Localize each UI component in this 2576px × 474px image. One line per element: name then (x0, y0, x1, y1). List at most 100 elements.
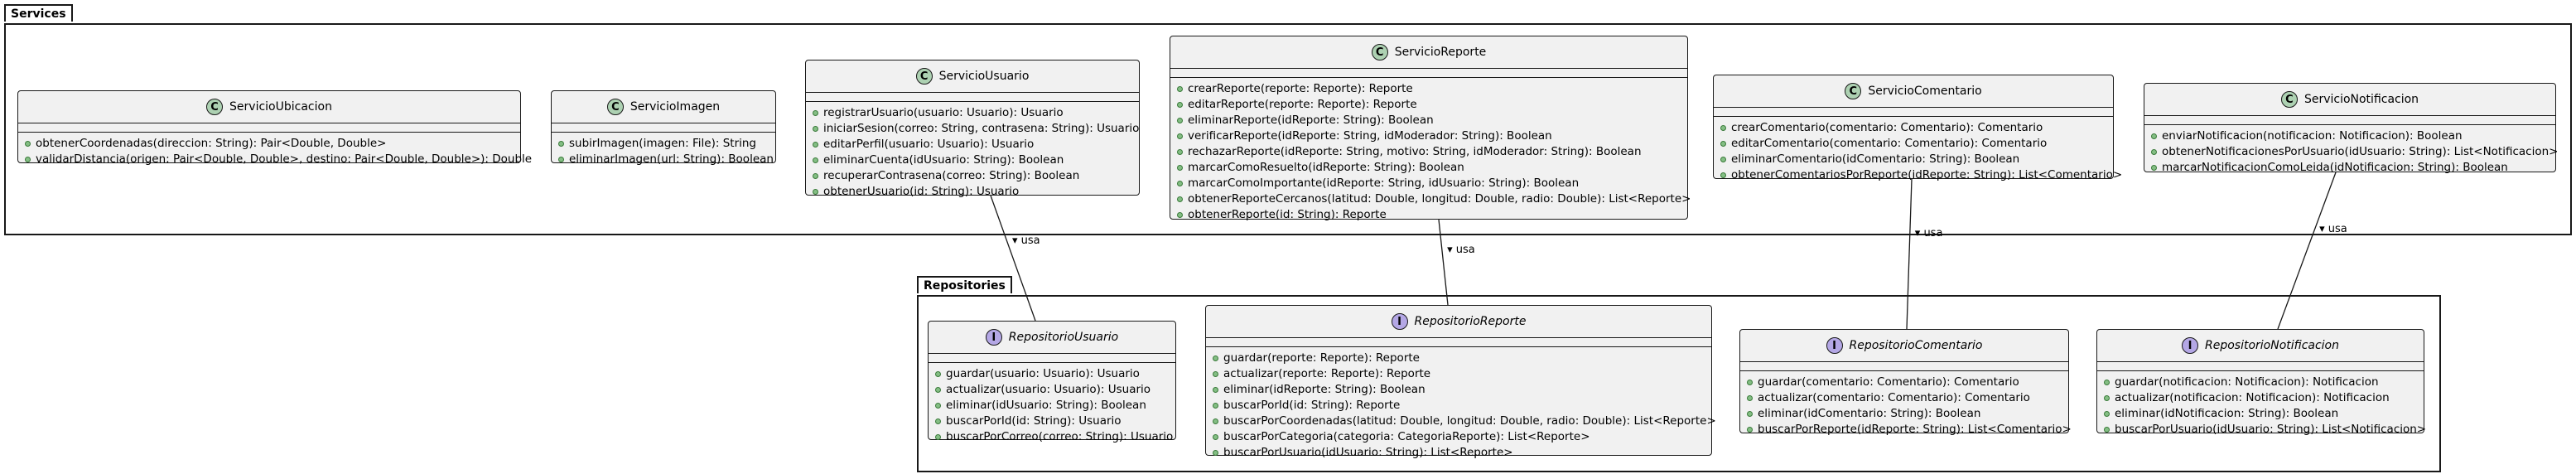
package-repositories (917, 295, 2441, 472)
class-header: I RepositorioUsuario (929, 322, 1175, 354)
method-signature: obtenerNotificacionesPorUsuario(idUsuari… (2162, 145, 2559, 158)
method-row: buscarPorId(id: String): Reporte (1213, 398, 1705, 414)
method-row: guardar(comentario: Comentario): Comenta… (1747, 375, 2062, 390)
methods-compartment: crearComentario(comentario: Comentario):… (1714, 117, 2122, 188)
public-visibility-icon (813, 173, 818, 179)
public-visibility-icon (1213, 418, 1218, 424)
method-row: obtenerNotificacionesPorUsuario(idUsuari… (2151, 144, 2558, 160)
method-signature: validarDistancia(origen: Pair<Double, Do… (36, 152, 533, 166)
method-row: buscarPorId(id: String): Usuario (935, 414, 1169, 429)
package-tab-services: Services (4, 4, 73, 22)
method-row: validarDistancia(origen: Pair<Double, Do… (25, 152, 532, 167)
class-stereotype-icon: C (1371, 44, 1388, 60)
class-header: C ServicioImagen (552, 91, 775, 123)
method-signature: editarPerfil(usuario: Usuario): Usuario (823, 138, 1035, 151)
class-name: ServicioImagen (630, 100, 721, 114)
package-tab-repositories: Repositories (917, 276, 1012, 293)
public-visibility-icon (935, 418, 941, 424)
class-header: C ServicioReporte (1170, 36, 1687, 69)
public-visibility-icon (935, 371, 941, 377)
public-visibility-icon (1720, 125, 1726, 131)
method-signature: eliminarComentario(idComentario: String)… (1731, 152, 2020, 166)
public-visibility-icon (813, 142, 818, 148)
method-row: actualizar(reporte: Reporte): Reporte (1213, 366, 1705, 382)
method-row: marcarNotificacionComoLeida(idNotificaci… (2151, 160, 2549, 176)
method-signature: obtenerComentariosPorReporte(idReporte: … (1731, 168, 2123, 181)
relation-label-reporte: ▾ usa (1447, 244, 1475, 256)
relation-label-comentario: ▾ usa (1915, 227, 1943, 239)
method-row: eliminarReporte(idReporte: String): Bool… (1177, 113, 1681, 128)
method-row: crearReporte(reporte: Reporte): Reporte (1177, 81, 1681, 97)
method-row: subirImagen(imagen: File): String (558, 136, 769, 152)
method-signature: verificarReporte(idReporte: String, idMo… (1188, 129, 1552, 143)
interface-stereotype-icon: I (985, 329, 1002, 346)
method-row: iniciarSesion(correo: String, contrasena… (813, 121, 1139, 137)
attributes-compartment (552, 123, 775, 133)
public-visibility-icon (813, 157, 818, 163)
class-stereotype-icon: C (606, 99, 624, 115)
method-row: obtenerReporte(id: String): Reporte (1177, 207, 1681, 223)
public-visibility-icon (813, 126, 818, 132)
method-signature: buscarPorUsuario(idUsuario: String): Lis… (2115, 423, 2427, 436)
method-signature: registrarUsuario(usuario: Usuario): Usua… (823, 106, 1064, 119)
method-signature: enviarNotificacion(notificacion: Notific… (2162, 129, 2463, 143)
method-row: recuperarContrasena(correo: String): Boo… (813, 168, 1132, 184)
public-visibility-icon (1213, 403, 1218, 409)
public-visibility-icon (1213, 387, 1218, 393)
method-row: actualizar(comentario: Comentario): Come… (1747, 390, 2062, 406)
class-name: ServicioUbicacion (229, 100, 332, 114)
class-stereotype-icon: C (2280, 91, 2298, 108)
public-visibility-icon (2151, 165, 2157, 171)
relation-label-usuario: ▾ usa (1012, 235, 1040, 247)
public-visibility-icon (1213, 371, 1218, 377)
class-name: ServicioUsuario (938, 70, 1030, 83)
method-signature: actualizar(usuario: Usuario): Usuario (946, 383, 1151, 396)
public-visibility-icon (558, 157, 564, 162)
method-row: marcarComoImportante(idReporte: String, … (1177, 176, 1681, 191)
methods-compartment: guardar(comentario: Comentario): Comenta… (1740, 371, 2072, 443)
public-visibility-icon (935, 403, 941, 409)
method-signature: guardar(comentario: Comentario): Comenta… (1758, 375, 2019, 389)
package-services (4, 23, 2572, 235)
method-signature: editarReporte(reporte: Reporte): Reporte (1188, 98, 1417, 111)
class-stereotype-icon: C (1845, 83, 1862, 99)
public-visibility-icon (2104, 427, 2110, 433)
method-row: obtenerCoordenadas(direccion: String): P… (25, 136, 514, 152)
method-signature: rechazarReporte(idReporte: String, motiv… (1188, 145, 1642, 158)
method-row: guardar(notificacion: Notificacion): Not… (2104, 375, 2417, 390)
public-visibility-icon (1720, 157, 1726, 162)
method-row: rechazarReporte(idReporte: String, motiv… (1177, 144, 1681, 160)
method-row: buscarPorCategoria(categoria: CategoriaR… (1213, 429, 1705, 445)
public-visibility-icon (25, 157, 31, 162)
class-name: RepositorioUsuario (1008, 331, 1119, 344)
public-visibility-icon (558, 141, 564, 147)
method-signature: crearReporte(reporte: Reporte): Reporte (1188, 82, 1413, 95)
method-signature: eliminar(idReporte: String): Boolean (1223, 383, 1425, 396)
method-signature: guardar(usuario: Usuario): Usuario (946, 367, 1140, 380)
method-row: buscarPorCoordenadas(latitud: Double, lo… (1213, 414, 1716, 429)
class-name: RepositorioNotificacion (2204, 339, 2339, 352)
method-row: editarPerfil(usuario: Usuario): Usuario (813, 137, 1132, 152)
public-visibility-icon (2104, 395, 2110, 401)
relation-label-text: usa (1923, 226, 1943, 239)
public-visibility-icon (1213, 356, 1218, 361)
public-visibility-icon (2104, 411, 2110, 417)
method-signature: eliminarCuenta(idUsuario: String): Boole… (823, 153, 1064, 167)
method-signature: buscarPorCoordenadas(latitud: Double, lo… (1223, 414, 1716, 428)
method-signature: marcarNotificacionComoLeida(idNotificaci… (2162, 161, 2508, 174)
method-row: eliminarImagen(url: String): Boolean (558, 152, 774, 167)
method-signature: guardar(reporte: Reporte): Reporte (1223, 351, 1420, 365)
method-signature: buscarPorId(id: String): Usuario (946, 414, 1122, 428)
methods-compartment: enviarNotificacion(notificacion: Notific… (2144, 125, 2558, 181)
method-signature: obtenerUsuario(id: String): Usuario (823, 185, 1020, 198)
direction-arrow-icon: ▾ (1447, 244, 1456, 257)
public-visibility-icon (1720, 141, 1726, 147)
public-visibility-icon (1177, 102, 1183, 108)
class-name: ServicioReporte (1394, 46, 1487, 59)
